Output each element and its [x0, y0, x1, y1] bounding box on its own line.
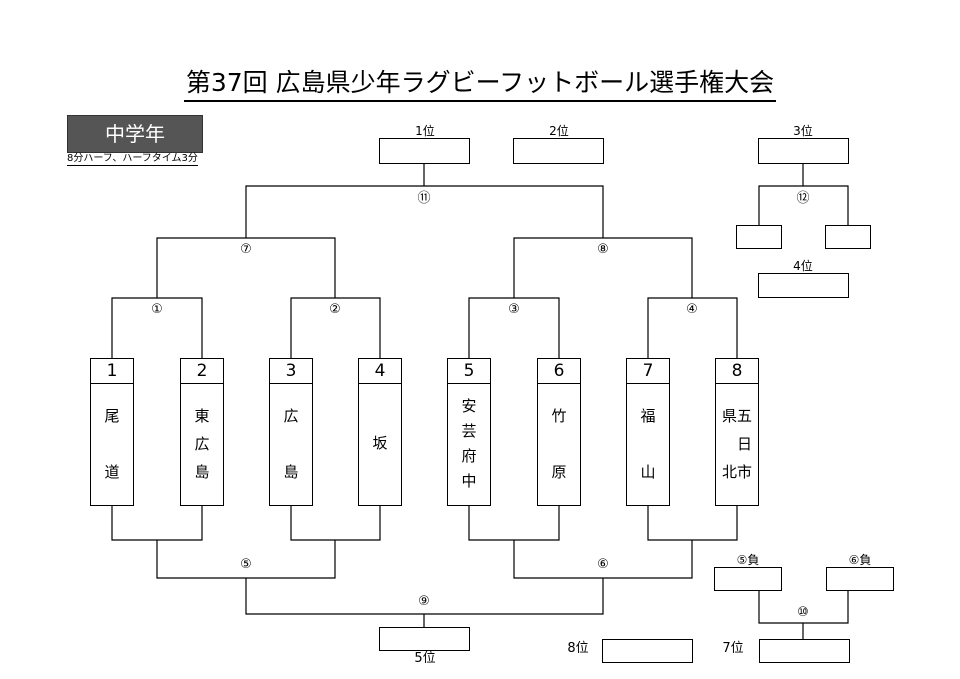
team-name: 東 広 島	[194, 407, 210, 481]
team-seed: 8	[716, 359, 758, 384]
second-place-label: 2位	[549, 124, 569, 138]
team-name: 尾 道	[104, 407, 120, 481]
m5-loser-label: ⑤負	[736, 553, 760, 567]
eighth-place-label: 8位	[567, 641, 589, 656]
m6-loser-box	[826, 567, 894, 591]
bracket-line-m6	[468, 506, 560, 541]
match-number-m1: ①	[151, 302, 163, 317]
team-name: 坂	[372, 434, 388, 452]
team-name: 広 島	[283, 407, 299, 481]
team-name: 安 芸 府 中	[461, 397, 477, 490]
match-number-m2: ②	[329, 302, 341, 317]
match-number-m11: ⑪	[417, 191, 431, 206]
seventh-place-label: 7位	[722, 641, 744, 656]
first-place-box	[379, 138, 470, 164]
bracket-line-m5b	[290, 506, 381, 541]
page-title-text: 第37回 広島県少年ラグビーフットボール選手権大会	[183, 66, 777, 102]
m6-loser-label: ⑥負	[848, 553, 872, 567]
match-number-m10: ⑩	[797, 605, 809, 620]
fifth-place-label: 5位	[414, 651, 436, 666]
team-slot-5: 5 安 芸 府 中	[447, 358, 491, 506]
match-number-m3: ③	[508, 302, 520, 317]
third-place-slot-left	[736, 225, 782, 249]
match-number-m8: ⑧	[597, 242, 609, 257]
team-seed: 6	[538, 359, 580, 384]
team-name: 竹 原	[551, 407, 567, 481]
bracket-line-m6b	[647, 506, 738, 541]
team-seed: 4	[359, 359, 401, 384]
team-seed: 3	[270, 359, 312, 384]
fifth-place-box	[379, 627, 470, 651]
fourth-place-box	[758, 273, 849, 298]
team-slot-4: 4 坂	[358, 358, 402, 506]
match-number-m7: ⑦	[240, 242, 252, 257]
team-seed: 7	[627, 359, 669, 384]
team-slot-8: 8 県五 日 北市	[715, 358, 759, 506]
match-number-m12: ⑫	[796, 191, 810, 206]
third-place-slot-right	[825, 225, 871, 249]
team-slot-1: 1 尾 道	[90, 358, 134, 506]
team-slot-7: 7 福 山	[626, 358, 670, 506]
third-place-box	[758, 138, 849, 164]
rules-note: 8分ハーフ、ハーフタイム3分	[67, 153, 198, 166]
team-seed: 5	[448, 359, 490, 384]
third-place-label: 3位	[793, 124, 813, 138]
first-place-label: 1位	[415, 124, 435, 138]
team-slot-3: 3 広 島	[269, 358, 313, 506]
bracket-line-m5	[111, 506, 203, 541]
division-badge: 中学年	[67, 115, 203, 153]
eighth-place-box	[602, 639, 693, 663]
page-title: 第37回 広島県少年ラグビーフットボール選手権大会	[0, 66, 960, 102]
seventh-place-box	[759, 639, 850, 663]
fourth-place-label: 4位	[793, 259, 813, 273]
team-slot-2: 2 東 広 島	[180, 358, 224, 506]
team-slot-6: 6 竹 原	[537, 358, 581, 506]
team-seed: 2	[181, 359, 223, 384]
match-number-m5: ⑤	[240, 557, 252, 572]
team-name: 福 山	[640, 407, 656, 481]
match-number-m6: ⑥	[597, 557, 609, 572]
match-number-m9: ⑨	[418, 594, 430, 609]
team-name: 県五 日 北市	[721, 407, 752, 481]
team-seed: 1	[91, 359, 133, 384]
match-number-m4: ④	[686, 302, 698, 317]
m5-loser-box	[714, 567, 782, 591]
second-place-box	[513, 138, 604, 164]
